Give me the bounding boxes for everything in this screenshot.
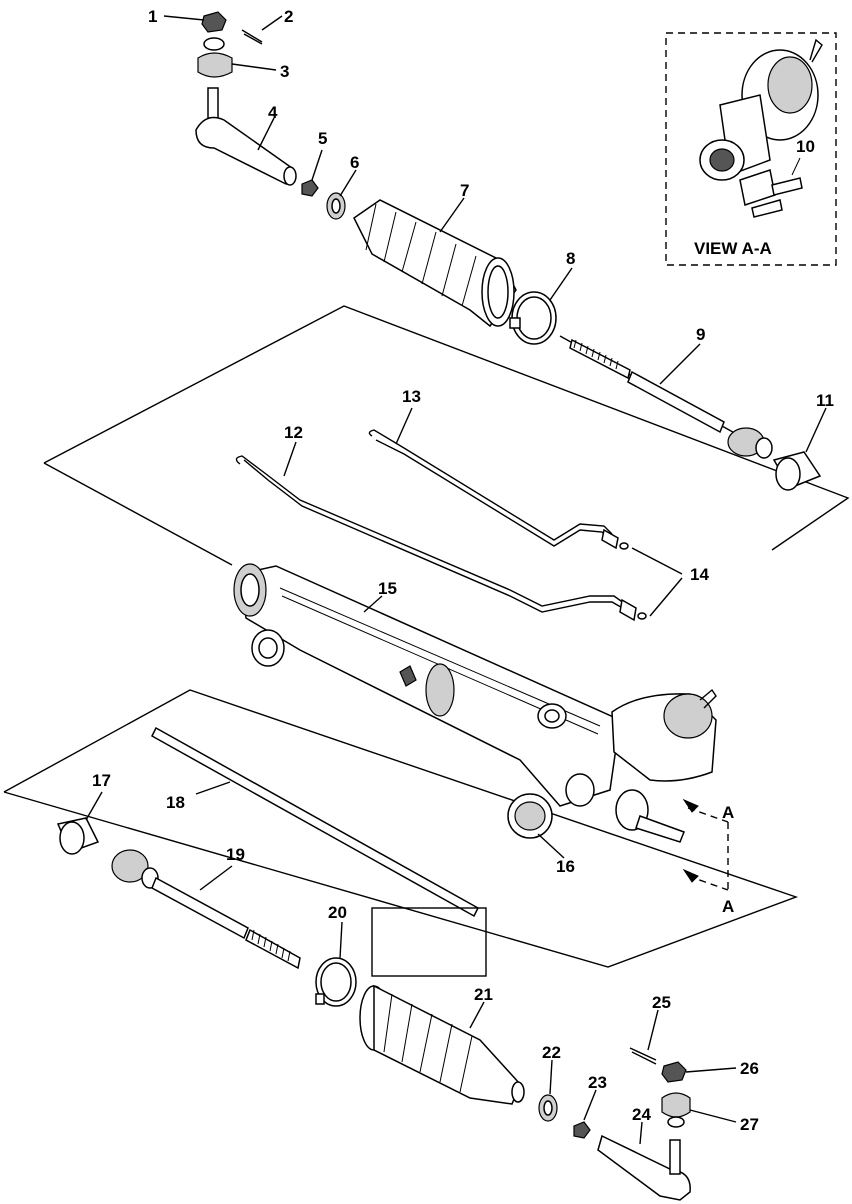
part-7-boot bbox=[353, 199, 517, 328]
part-2-cotter-pin bbox=[241, 29, 263, 45]
callout-10: 10 bbox=[796, 137, 815, 156]
callout-25: 25 bbox=[652, 993, 671, 1012]
part-4-tie-rod-end bbox=[195, 87, 297, 186]
part-22-clamp bbox=[538, 1094, 558, 1122]
callout-5: 5 bbox=[318, 129, 327, 148]
part-11-bushing bbox=[772, 451, 822, 491]
leader-lines bbox=[85, 15, 827, 1145]
part-26-nut bbox=[661, 1061, 687, 1083]
part-21-boot bbox=[359, 907, 525, 1105]
part-12-pipe bbox=[235, 455, 637, 622]
part-20-clamp bbox=[315, 957, 357, 1007]
part-3-seal bbox=[197, 37, 233, 78]
callout-3: 3 bbox=[280, 62, 289, 81]
callout-2: 2 bbox=[284, 7, 293, 26]
callout-7: 7 bbox=[460, 181, 469, 200]
part-27-seal bbox=[661, 1092, 691, 1128]
callout-24: 24 bbox=[632, 1105, 651, 1124]
part-17-bushing bbox=[56, 817, 100, 855]
part-18-rack bbox=[151, 726, 479, 918]
part-23-jam-nut bbox=[573, 1121, 591, 1139]
part-19-inner-tie-rod bbox=[111, 849, 301, 970]
callout-19: 19 bbox=[226, 845, 245, 864]
callout-27: 27 bbox=[740, 1115, 759, 1134]
section-a-arrows bbox=[682, 798, 729, 892]
part-15-housing bbox=[233, 563, 717, 843]
part-5-jam-nut bbox=[301, 179, 319, 197]
callout-22: 22 bbox=[542, 1043, 561, 1062]
callout-14: 14 bbox=[690, 565, 709, 584]
callout-18: 18 bbox=[166, 793, 185, 812]
callout-26: 26 bbox=[740, 1059, 759, 1078]
view-a-a-inset bbox=[665, 32, 837, 266]
view-a-a-label: VIEW A-A bbox=[694, 239, 772, 258]
part-16-bushing bbox=[507, 793, 553, 839]
callout-9: 9 bbox=[696, 325, 705, 344]
part-6-boot-clamp bbox=[326, 192, 346, 220]
part-9-inner-tie-rod bbox=[559, 335, 773, 459]
callout-13: 13 bbox=[402, 387, 421, 406]
callout-16: 16 bbox=[556, 857, 575, 876]
callout-17: 17 bbox=[92, 771, 111, 790]
callout-20: 20 bbox=[328, 903, 347, 922]
part-25-cotter-pin bbox=[629, 1047, 657, 1065]
part-8-clamp bbox=[509, 291, 557, 345]
upper-plane-outline bbox=[43, 305, 850, 551]
callout-23: 23 bbox=[588, 1073, 607, 1092]
callout-11: 11 bbox=[816, 391, 834, 410]
section-marker-bottom: A bbox=[722, 897, 734, 916]
part-14-o-rings bbox=[619, 542, 683, 620]
part-13-pipe bbox=[368, 429, 619, 550]
section-marker-top: A bbox=[722, 803, 734, 822]
callout-21: 21 bbox=[474, 985, 493, 1004]
callout-4: 4 bbox=[268, 103, 278, 122]
callout-1: 1 bbox=[148, 7, 157, 26]
callout-12: 12 bbox=[284, 423, 303, 442]
callout-15: 15 bbox=[378, 579, 397, 598]
part-24-tie-rod-end bbox=[597, 1134, 691, 1201]
callout-8: 8 bbox=[566, 249, 575, 268]
part-10-seal bbox=[771, 177, 803, 196]
part-1-nut bbox=[201, 11, 227, 33]
callout-6: 6 bbox=[350, 153, 359, 172]
